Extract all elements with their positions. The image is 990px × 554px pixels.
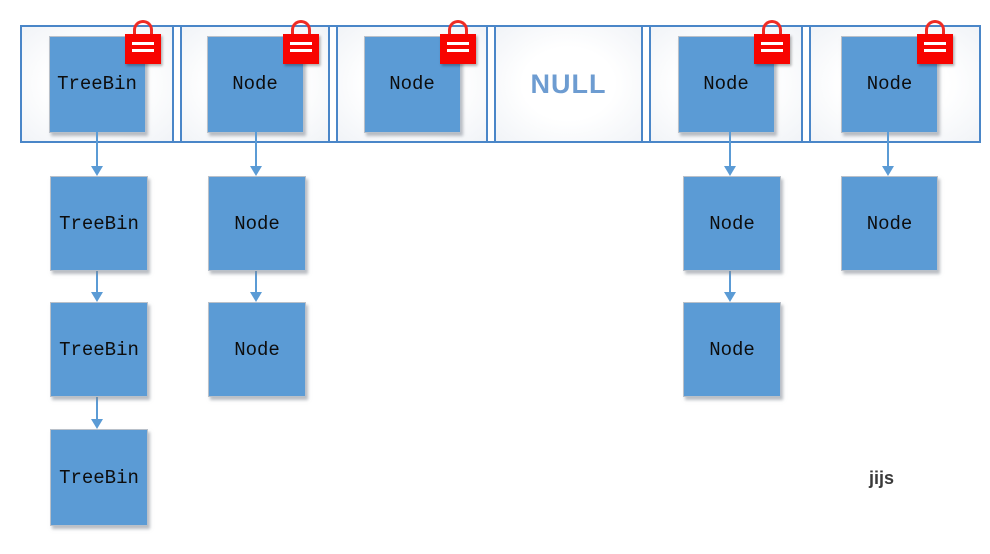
lock-keyhole-bar xyxy=(446,41,469,45)
lock-icon xyxy=(917,19,953,64)
node-label: Node xyxy=(703,73,749,95)
lock-shackle xyxy=(132,19,153,40)
lock-body xyxy=(753,33,790,64)
lock-shackle xyxy=(925,19,945,40)
node-label: TreeBin xyxy=(59,466,139,489)
bucket-node-square-0: TreeBin xyxy=(48,19,161,133)
chain-node-square: Node xyxy=(683,302,781,397)
lock-shackle xyxy=(761,19,782,40)
node-label: TreeBin xyxy=(57,73,137,95)
bucket-node-square-4: Node xyxy=(677,19,790,133)
lock-keyhole-bar xyxy=(924,41,946,45)
chain-node-square: Node xyxy=(841,176,938,271)
arrow-down-icon xyxy=(250,132,262,176)
bucket-cell-2: Node xyxy=(336,19,488,141)
chain-node-square: Node xyxy=(683,176,781,271)
chain-node-square: TreeBin xyxy=(50,176,148,271)
null-label: NULL xyxy=(530,68,607,99)
bucket-cell-4: Node xyxy=(649,19,803,141)
lock-icon xyxy=(439,19,476,64)
lock-icon xyxy=(753,19,790,64)
node-label: Node xyxy=(389,73,435,95)
arrow-down-icon xyxy=(91,132,103,176)
arrow-down-icon xyxy=(250,271,262,302)
chain-node-square: TreeBin xyxy=(50,302,148,397)
bucket-cell-1: Node xyxy=(180,19,330,141)
node-label: TreeBin xyxy=(59,338,139,361)
lock-keyhole-bar xyxy=(760,48,783,52)
arrow-down-icon xyxy=(724,271,736,302)
lock-body xyxy=(124,33,161,64)
lock-shackle xyxy=(290,19,311,40)
lock-keyhole-bar xyxy=(289,41,312,45)
node-label: Node xyxy=(709,338,755,361)
lock-body xyxy=(439,33,476,64)
lock-body xyxy=(282,33,319,64)
lock-keyhole-bar xyxy=(131,48,154,52)
bucket-cell-5: Node xyxy=(809,19,981,141)
chain-node-square: Node xyxy=(208,302,306,397)
node-label: Node xyxy=(866,212,913,235)
arrow-down-icon xyxy=(91,271,103,302)
lock-keyhole-bar xyxy=(446,48,469,52)
lock-shackle xyxy=(447,19,468,40)
bucket-cell-0: TreeBin xyxy=(20,19,174,141)
node-label: TreeBin xyxy=(59,212,139,235)
lock-keyhole-bar xyxy=(289,48,312,52)
arrow-down-icon xyxy=(882,132,894,176)
chain-node-square: Node xyxy=(208,176,306,271)
node-label: Node xyxy=(234,338,280,361)
annotation-text: jijs xyxy=(869,468,895,488)
bucket-cell-3-null: NULL xyxy=(494,27,643,141)
lock-icon xyxy=(282,19,319,64)
node-label: Node xyxy=(709,212,755,235)
lock-keyhole-bar xyxy=(924,48,946,52)
node-label: Node xyxy=(232,73,278,95)
arrow-down-icon xyxy=(724,132,736,176)
node-label: Node xyxy=(866,73,913,95)
lock-keyhole-bar xyxy=(131,41,154,45)
node-label: Node xyxy=(234,212,280,235)
bucket-node-square-5: Node xyxy=(841,19,953,133)
lock-icon xyxy=(124,19,161,64)
bucket-node-square-1: Node xyxy=(206,19,319,133)
arrow-down-icon xyxy=(91,397,103,429)
chain-node-square: TreeBin xyxy=(50,429,148,526)
bucket-array-row: TreeBin Node xyxy=(20,19,981,143)
lock-body xyxy=(917,33,953,64)
bucket-node-square-2: Node xyxy=(363,19,476,133)
lock-keyhole-bar xyxy=(760,41,783,45)
